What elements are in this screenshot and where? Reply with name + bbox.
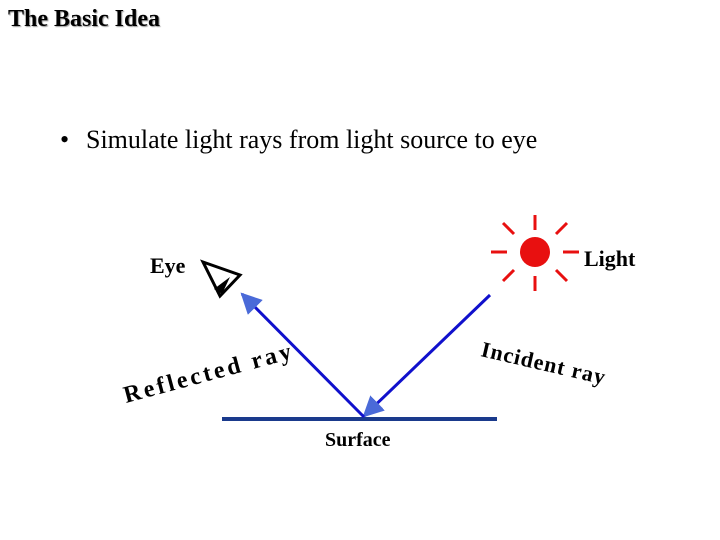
eye-label: Eye — [150, 253, 186, 278]
slide-title: The Basic Idea — [8, 6, 161, 32]
bullet-dot-icon: • — [60, 125, 70, 154]
incident-ray-label: Incident ray — [479, 337, 609, 390]
reflected-ray-label: Reflected ray — [121, 338, 297, 409]
eye-icon — [200, 259, 243, 299]
reflected-ray-line — [240, 292, 366, 419]
surface-label: Surface — [325, 429, 391, 451]
light-label: Light — [584, 246, 636, 271]
bullet-text: Simulate light rays from light source to… — [86, 125, 538, 154]
bullet-item: • Simulate light rays from light source t… — [60, 125, 537, 155]
sun-icon — [491, 215, 579, 291]
incident-ray-line — [362, 293, 492, 418]
